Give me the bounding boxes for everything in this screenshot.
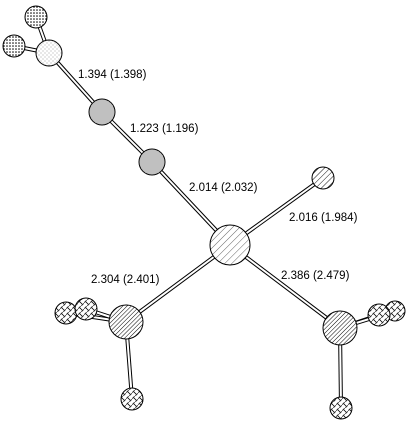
bond-length-label-c3-metal: 2.014 (2.032) bbox=[189, 182, 258, 194]
bond-labels: 1.394 (1.398) 1.223 (1.196) 2.014 (2.032… bbox=[78, 69, 358, 286]
atom-c3 bbox=[138, 148, 166, 176]
atoms bbox=[2, 5, 406, 420]
atom-h-lr-a bbox=[367, 303, 391, 327]
atom-h-top bbox=[24, 5, 48, 29]
atom-h-ll-b bbox=[74, 297, 98, 321]
atom-ligand-top-right bbox=[311, 166, 335, 190]
bond-length-label-metal-lower-right: 2.386 (2.479) bbox=[281, 270, 350, 282]
bond-length-label-c1-c2: 1.394 (1.398) bbox=[78, 69, 147, 81]
atom-c2 bbox=[88, 98, 116, 126]
atom-c1 bbox=[35, 39, 63, 67]
bond-metal-lower-right bbox=[228, 243, 342, 330]
atom-h-ll-c bbox=[120, 387, 144, 411]
bond-length-label-metal-top-right: 2.016 (1.984) bbox=[289, 212, 358, 224]
bond-length-label-c2-c3: 1.223 (1.196) bbox=[130, 123, 199, 135]
bond-metal-lower-left bbox=[124, 243, 232, 324]
atom-metal-center bbox=[209, 224, 251, 266]
atom-h-ll-a bbox=[54, 301, 78, 325]
atom-ligand-lower-right bbox=[322, 310, 358, 346]
atom-h-left bbox=[2, 34, 26, 58]
bond-length-label-metal-lower-left: 2.304 (2.401) bbox=[91, 274, 160, 286]
atom-ligand-lower-left bbox=[108, 304, 144, 340]
atom-h-lr-c bbox=[329, 396, 353, 420]
